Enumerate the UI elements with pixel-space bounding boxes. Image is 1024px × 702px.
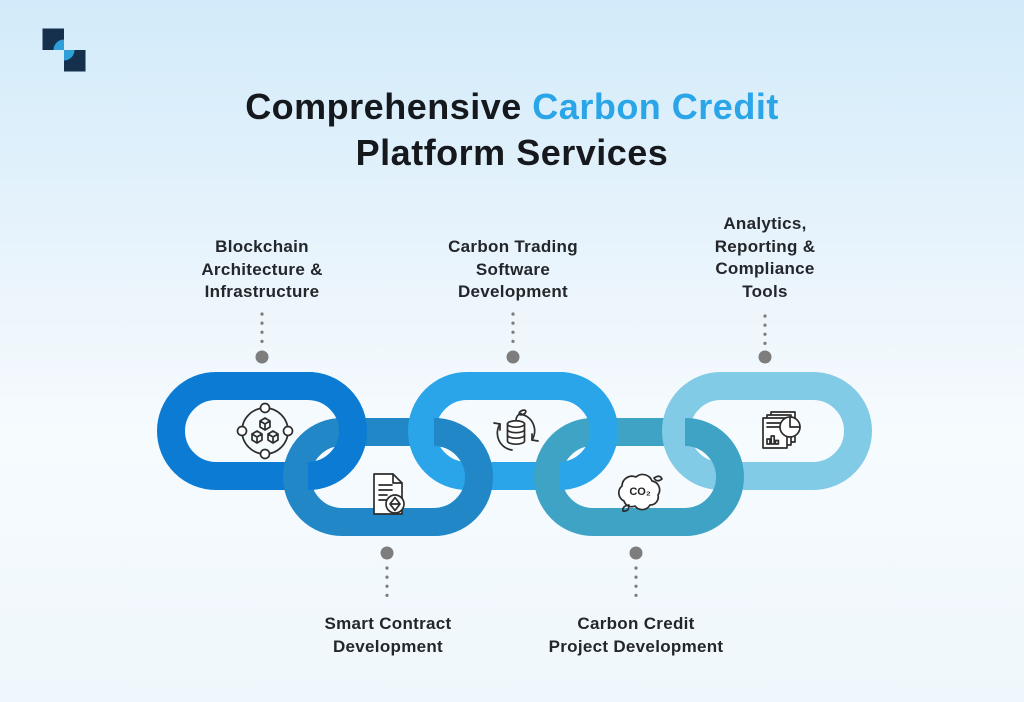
connector-dot (255, 350, 269, 364)
title-line-2: Platform Services (355, 132, 669, 173)
connector-dot (506, 350, 520, 364)
title-line-1: Comprehensive Carbon Credit (0, 84, 1024, 130)
connector-blockchain (255, 312, 269, 364)
label-carbon-trading: Carbon Trading Software Development (448, 237, 578, 301)
connector-dot (758, 350, 772, 364)
co2-cloud-leaves-icon: CO₂ (618, 473, 663, 512)
title-text-accent: Carbon Credit (532, 86, 779, 127)
reports-pie-chart-icon (762, 411, 801, 449)
chain-weave-cap-1 (307, 372, 367, 490)
connector-dot (380, 546, 394, 560)
title-text-black: Comprehensive (245, 86, 522, 127)
logo-quarter-circle-bottom (64, 50, 75, 61)
label-blockchain-architecture: Blockchain Architecture & Infrastructure (201, 237, 323, 301)
logo-quarter-circle-top (53, 39, 64, 50)
connector-smart-contract (380, 546, 394, 604)
blockchain-network-icon (236, 402, 294, 460)
label-smart-contract: Smart Contract Development (324, 614, 452, 656)
smart-contract-document-icon (373, 473, 405, 515)
connector-dot (629, 546, 643, 560)
connector-analytics (758, 314, 772, 364)
brand-logo (42, 28, 86, 72)
connector-carbon-credit-project (629, 546, 643, 604)
page-title: Comprehensive Carbon Credit Platform Ser… (0, 84, 1024, 176)
chain-link-analytics (662, 372, 872, 490)
co2-text: CO₂ (629, 486, 651, 498)
chain-weave-cap-2 (433, 418, 493, 536)
connector-carbon-trading (506, 312, 520, 364)
coin-stack-trade-arrows-icon (493, 409, 539, 451)
label-analytics-reporting: Analytics, Reporting & Compliance Tools (714, 214, 816, 301)
chain-weave-cap-4 (684, 418, 744, 536)
label-carbon-credit-project: Carbon Credit Project Development (548, 614, 724, 656)
chain-weave-cap-3 (558, 372, 618, 490)
